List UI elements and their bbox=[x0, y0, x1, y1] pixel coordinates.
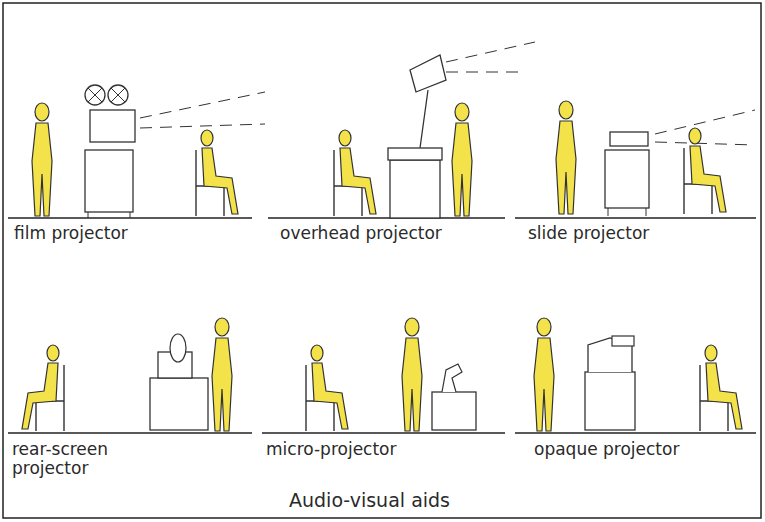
equipment-label: rear-screen projector bbox=[12, 440, 112, 477]
micro-projector-scene bbox=[306, 318, 476, 431]
equipment-label: micro-projector bbox=[266, 440, 397, 459]
floor-lines bbox=[8, 218, 756, 433]
slide-projector-scene bbox=[556, 101, 755, 216]
overhead-projector-scene bbox=[334, 42, 535, 218]
rear-screen-projector-scene bbox=[22, 318, 232, 431]
caption: Audio-visual aids bbox=[289, 490, 450, 511]
opaque-projector-scene bbox=[534, 318, 742, 431]
equipment-label: slide projector bbox=[528, 224, 649, 243]
equipment-label: opaque projector bbox=[534, 440, 679, 459]
film-projector-scene bbox=[32, 85, 265, 218]
frame bbox=[3, 3, 761, 518]
equipment-label: overhead projector bbox=[280, 224, 442, 243]
equipment-label: film projector bbox=[14, 224, 128, 243]
